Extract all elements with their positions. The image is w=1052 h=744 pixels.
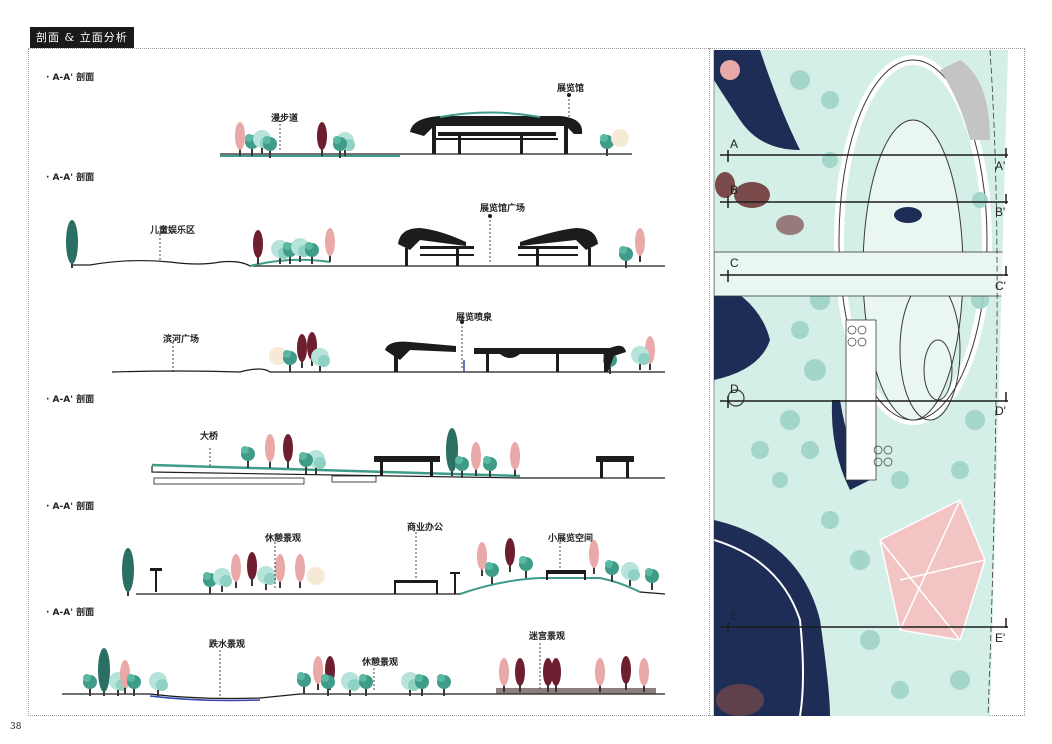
cut-line-e-end: E' bbox=[995, 631, 1006, 645]
callout-fountain: 展览喷泉 bbox=[456, 313, 493, 323]
section-2-drawing bbox=[66, 214, 665, 268]
section-label-4: · A-A' 剖面 bbox=[46, 395, 95, 405]
section-label-5: · A-A' 剖面 bbox=[46, 502, 95, 512]
callout-small-exhibition: 小展览空间 bbox=[548, 534, 594, 544]
callout-rest-landscape-1: 休憩景观 bbox=[265, 534, 302, 544]
content-frame bbox=[28, 48, 1025, 716]
section-5-drawing bbox=[122, 532, 666, 596]
callout-maze: 迷宫景观 bbox=[529, 632, 566, 642]
cut-line-b-end: B' bbox=[995, 205, 1006, 219]
panel-divider bbox=[709, 48, 710, 716]
section-label-2: · A-A' 剖面 bbox=[46, 173, 95, 183]
section-label-6: · A-A' 剖面 bbox=[46, 608, 95, 618]
callout-rest-landscape-2: 休憩景观 bbox=[362, 658, 399, 668]
cut-line-a-start: A bbox=[730, 137, 739, 151]
section-label-1: · A-A' 剖面 bbox=[46, 73, 95, 83]
section-6-drawing bbox=[62, 643, 665, 702]
section-1-drawing bbox=[220, 93, 632, 158]
callout-exhibition-hall: 展览馆 bbox=[557, 84, 585, 94]
cut-line-d-end: D' bbox=[995, 404, 1006, 418]
cut-line-c-start: C bbox=[730, 256, 739, 270]
callout-commercial-office: 商业办公 bbox=[407, 523, 444, 533]
section-drawings bbox=[62, 93, 666, 702]
section-4-drawing bbox=[151, 428, 665, 485]
callout-riverside-plaza: 滨河广场 bbox=[163, 335, 200, 345]
page-number: 38 bbox=[10, 722, 22, 732]
cut-line-a-end: A' bbox=[995, 159, 1006, 173]
callout-promenade: 漫步道 bbox=[271, 114, 299, 124]
cut-line-d-start: D bbox=[730, 382, 739, 396]
callout-children-area: 儿童娱乐区 bbox=[150, 226, 196, 236]
cut-line-c-end: C' bbox=[995, 279, 1006, 293]
page-title: 剖面 & 立面分析 bbox=[30, 27, 134, 48]
cut-line-b-start: B bbox=[730, 183, 739, 197]
callout-hall-plaza: 展览馆广场 bbox=[480, 204, 526, 214]
callout-cascade: 跌水景观 bbox=[209, 640, 246, 650]
section-3-drawing bbox=[111, 320, 665, 374]
cut-line-e-start: E bbox=[730, 608, 739, 622]
callout-bridge: 大桥 bbox=[200, 432, 219, 442]
